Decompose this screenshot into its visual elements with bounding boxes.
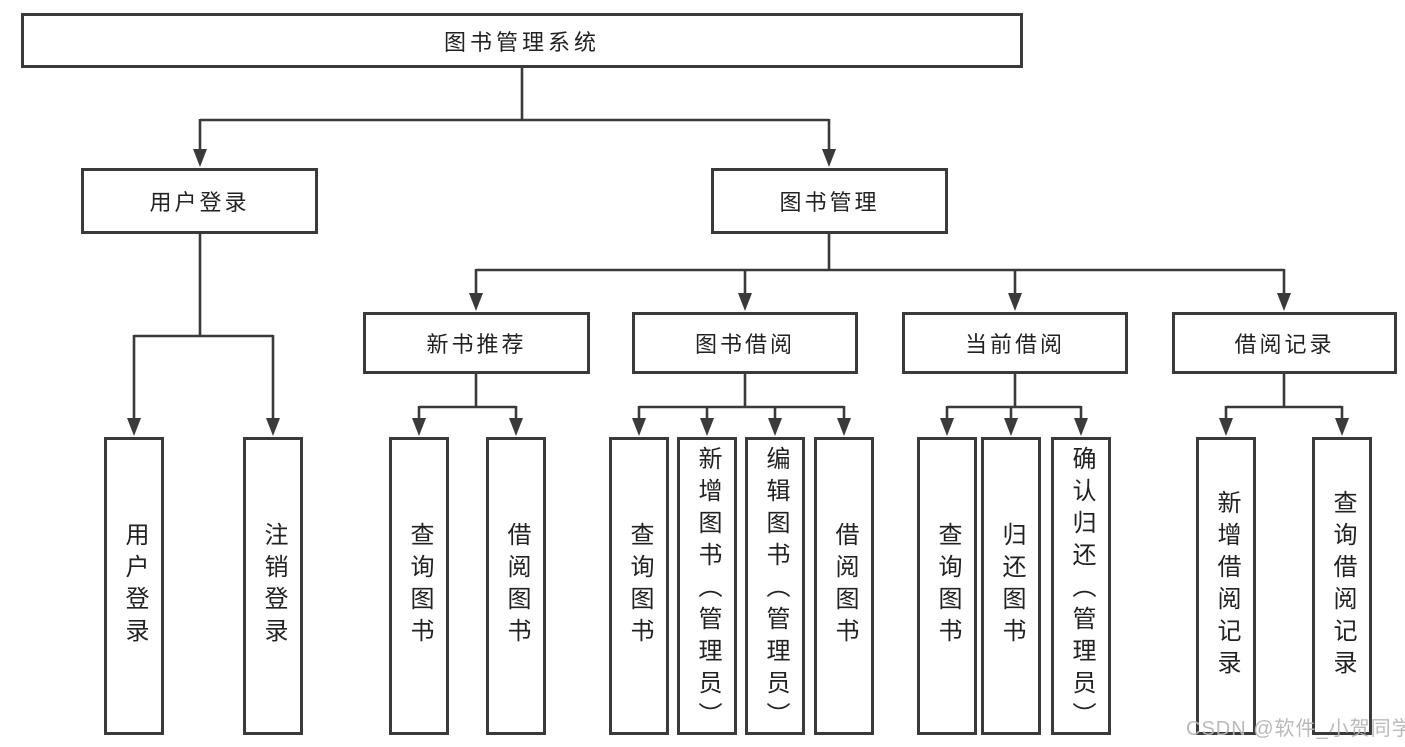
leaf-search-books: 查询图书: [917, 437, 977, 735]
node-book-borrowing: 图书借阅: [632, 312, 858, 374]
leaf-user-login: 用户登录: [104, 437, 164, 735]
node-new-book-recommendation: 新书推荐: [363, 312, 590, 374]
node-library-management-system: 图书管理系统: [21, 13, 1023, 68]
leaf-borrow-books: 借阅图书: [486, 437, 546, 735]
leaf-add-borrow-record: 新增借阅记录: [1196, 437, 1256, 735]
arrowheads: [127, 149, 1349, 436]
leaf-search-books: 查询图书: [609, 437, 669, 735]
leaf-confirm-return-admin: 确认归还（管理员）: [1051, 437, 1111, 735]
leaf-edit-book-admin: 编辑图书（管理员）: [745, 437, 805, 735]
leaf-return-books: 归还图书: [981, 437, 1041, 735]
leaf-add-book-admin: 新增图书（管理员）: [677, 437, 737, 735]
watermark: CSDN @软件_小贺同学: [1186, 718, 1405, 740]
leaf-logout: 注销登录: [243, 437, 303, 735]
node-user-login: 用户登录: [81, 168, 318, 234]
node-book-management: 图书管理: [711, 168, 948, 234]
node-borrowing-records: 借阅记录: [1172, 312, 1397, 374]
leaf-search-borrow-record: 查询借阅记录: [1312, 437, 1372, 735]
node-current-borrowing: 当前借阅: [902, 312, 1128, 374]
leaf-search-books: 查询图书: [389, 437, 449, 735]
leaf-borrow-books: 借阅图书: [814, 437, 874, 735]
